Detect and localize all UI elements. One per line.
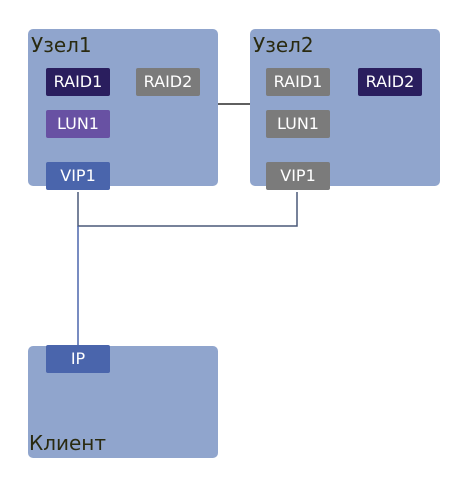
client-title: Клиент [29, 431, 107, 455]
node1-box: Узел1 RAID1 RAID2 LUN1 VIP1 [28, 29, 218, 190]
node1-lun1-chip: LUN1 [46, 110, 110, 138]
node1-raid2-chip: RAID2 [136, 68, 200, 96]
node2-title: Узел2 [253, 33, 314, 57]
node1-vip1-chip: VIP1 [46, 162, 110, 190]
node1-title: Узел1 [31, 33, 92, 57]
node2-lun1-chip: LUN1 [266, 110, 330, 138]
node2-box: Узел2 RAID1 RAID2 LUN1 VIP1 [250, 29, 440, 190]
node2-vip1-chip: VIP1 [266, 162, 330, 190]
client-ip-chip: IP [46, 345, 110, 373]
vip-link-line [77, 192, 298, 227]
node2-raid2-chip: RAID2 [358, 68, 422, 96]
client-box: IP Клиент [28, 345, 218, 458]
node2-raid1-chip: RAID1 [266, 68, 330, 96]
node1-raid1-chip: RAID1 [46, 68, 110, 96]
